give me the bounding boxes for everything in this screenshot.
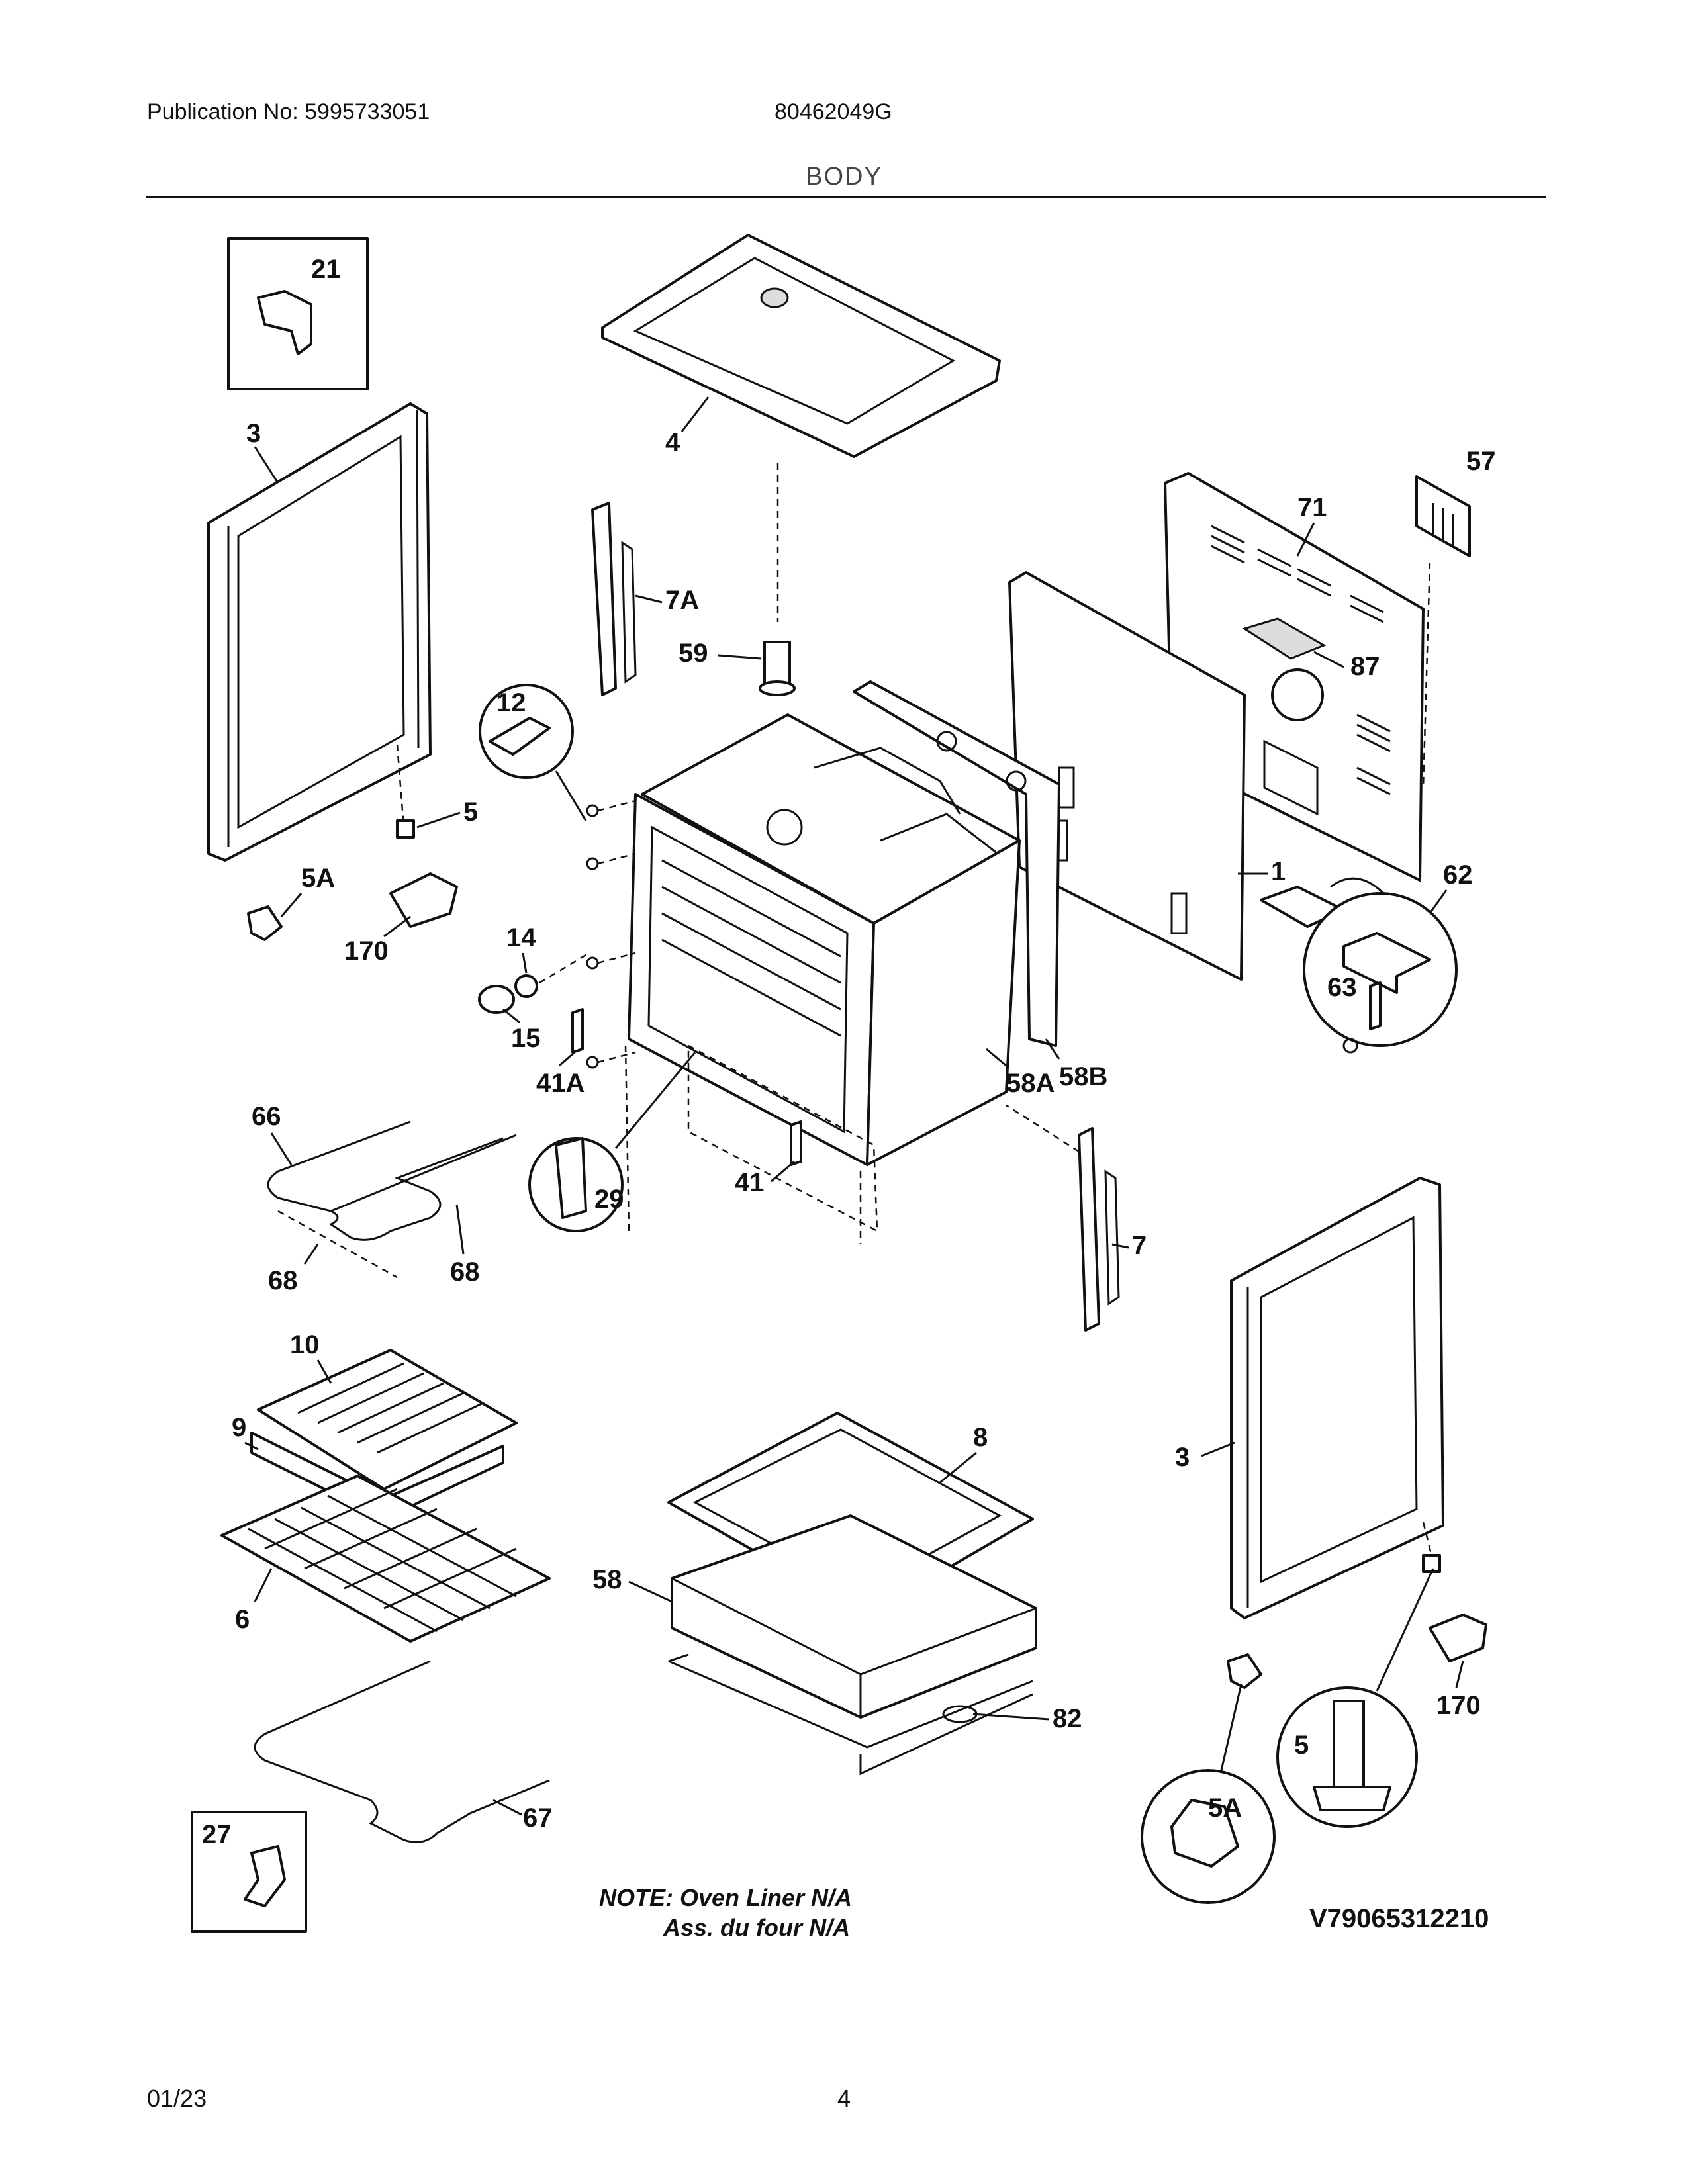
- footer-page-number: 4: [837, 2085, 851, 2112]
- bottom-panel-82: 82: [668, 1653, 1082, 1776]
- label-29: 29: [594, 1185, 624, 1214]
- label-67: 67: [523, 1803, 553, 1833]
- label-59: 59: [679, 639, 708, 668]
- label-10: 10: [290, 1330, 320, 1359]
- label-58a: 58A: [1006, 1069, 1055, 1098]
- hinge-7a: 7A: [591, 502, 699, 696]
- part-27-inset: 27: [191, 1811, 307, 1933]
- label-5a-left: 5A: [301, 864, 335, 893]
- bracket-41a: 41A: [536, 1008, 585, 1098]
- vent-57: 57: [1415, 447, 1496, 788]
- label-8: 8: [973, 1423, 988, 1452]
- top-panel: 4: [601, 234, 1001, 622]
- publication-number: Publication No: 5995733051: [147, 99, 430, 124]
- label-68-left: 68: [268, 1266, 298, 1295]
- part-29-inset: 29: [528, 1052, 696, 1232]
- oven-rack: 6: [220, 1475, 551, 1643]
- label-7: 7: [1132, 1231, 1147, 1260]
- header-rule: [146, 196, 1546, 198]
- label-170-left: 170: [344, 936, 389, 966]
- label-170-right: 170: [1436, 1691, 1481, 1720]
- label-27: 27: [202, 1820, 232, 1849]
- label-21: 21: [311, 255, 341, 284]
- leveler-left: 5 5A 170: [247, 797, 478, 966]
- broil-element-67: 67: [254, 1660, 553, 1843]
- label-87: 87: [1350, 652, 1380, 681]
- bracket-41: 41: [735, 1120, 802, 1197]
- label-58: 58: [592, 1565, 622, 1594]
- label-1: 1: [1271, 857, 1286, 886]
- side-panel-right: 3: [1175, 1177, 1444, 1619]
- terminal-block-62: 62 63: [1260, 860, 1473, 1054]
- side-panel-left: 3: [207, 402, 432, 862]
- note-oven-liner: NOTE: Oven Liner N/A: [599, 1884, 852, 1911]
- label-82: 82: [1053, 1704, 1082, 1733]
- footer-date: 01/23: [147, 2085, 207, 2112]
- part-21-inset: 21: [227, 237, 369, 390]
- label-68-right: 68: [450, 1257, 480, 1287]
- label-57: 57: [1466, 447, 1496, 476]
- label-7a: 7A: [665, 586, 699, 615]
- label-41a: 41A: [536, 1069, 585, 1098]
- model-number: 80462049G: [774, 99, 892, 124]
- label-5-left: 5: [463, 797, 478, 827]
- label-41: 41: [735, 1168, 765, 1197]
- label-3-left: 3: [246, 419, 261, 448]
- insulation-58b: 58B: [853, 680, 1107, 1091]
- label-4: 4: [665, 428, 680, 457]
- part-12-inset: 12: [479, 684, 587, 821]
- label-6: 6: [235, 1605, 250, 1634]
- hinge-7: 7: [1006, 1104, 1147, 1332]
- label-3-right: 3: [1175, 1443, 1190, 1472]
- note-oven-liner-fr: Ass. du four N/A: [663, 1914, 850, 1941]
- label-62: 62: [1443, 860, 1473, 889]
- label-58b: 58B: [1059, 1062, 1107, 1091]
- diagram-code: V79065312210: [1309, 1904, 1489, 1933]
- leveler-right: 170 5 5A: [1141, 1554, 1487, 1904]
- insulation-58: 58: [592, 1514, 1037, 1719]
- label-71: 71: [1297, 493, 1327, 522]
- oven-cavity: 58A: [624, 713, 1055, 1244]
- label-63: 63: [1327, 973, 1357, 1002]
- bake-element-66: 66 68 68: [252, 1102, 517, 1295]
- label-5a-right: 5A: [1208, 1794, 1242, 1823]
- oven-lamp: 14 15: [478, 923, 590, 1053]
- inner-rear-panel-1: 1: [1008, 571, 1286, 981]
- mounting-screws: [586, 799, 636, 1069]
- label-5-right: 5: [1294, 1731, 1309, 1760]
- label-66: 66: [252, 1102, 281, 1131]
- section-title: BODY: [806, 163, 882, 191]
- label-15: 15: [511, 1024, 541, 1053]
- label-12: 12: [496, 688, 526, 717]
- label-9: 9: [232, 1413, 246, 1442]
- label-14: 14: [506, 923, 536, 952]
- part-59: 59: [679, 639, 796, 696]
